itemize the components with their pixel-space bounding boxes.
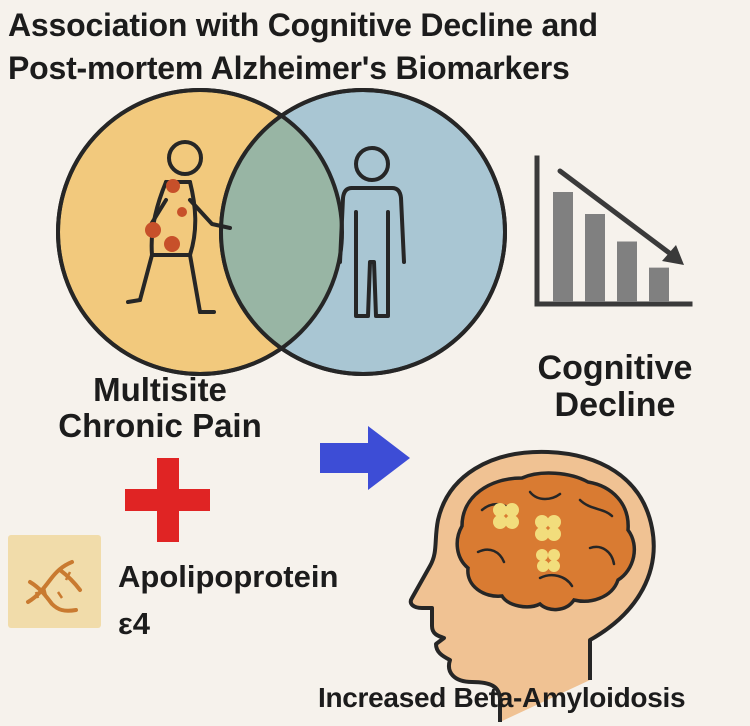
plus-icon bbox=[125, 458, 210, 542]
decline-bar bbox=[585, 214, 605, 302]
decline-arrow bbox=[557, 168, 675, 258]
multisite-pain-line-1: Multisite bbox=[93, 371, 227, 408]
beta-amyloidosis-label: Increased Beta-Amyloidosis bbox=[318, 682, 686, 713]
person-circle-outline bbox=[219, 88, 507, 376]
decline-arrow-head bbox=[662, 245, 684, 265]
decline-bar bbox=[649, 267, 669, 302]
declining-bar-chart-icon bbox=[534, 155, 693, 307]
cognitive-decline-label: Cognitive Decline bbox=[500, 349, 730, 425]
pain-spot bbox=[177, 207, 187, 217]
amyloid-plaque bbox=[493, 503, 519, 529]
pain-spot bbox=[145, 222, 161, 238]
pain-spot bbox=[164, 236, 180, 252]
arrow-right-icon bbox=[320, 426, 410, 490]
decline-bar bbox=[617, 241, 637, 302]
pain-spot bbox=[166, 179, 180, 193]
apoe4-line-2: ε4 bbox=[118, 605, 150, 641]
title-line-1: Association with Cognitive Decline and bbox=[8, 7, 598, 43]
dna-icon bbox=[8, 535, 101, 628]
head-brain-icon bbox=[408, 449, 656, 722]
title-line-2: Post-mortem Alzheimer's Biomarkers bbox=[8, 50, 570, 86]
apoe4-line-1: Apolipoprotein bbox=[118, 559, 339, 594]
decline-bar bbox=[553, 192, 573, 302]
decline-bars bbox=[553, 192, 669, 302]
cognitive-decline-line-1: Cognitive bbox=[537, 349, 693, 387]
standing-person-icon bbox=[338, 146, 406, 318]
amyloid-plaque bbox=[535, 515, 561, 541]
brain bbox=[455, 471, 637, 612]
page-title: Association with Cognitive Decline and P… bbox=[8, 4, 748, 90]
amyloid-plaques bbox=[493, 503, 561, 572]
multisite-pain-line-2: Chronic Pain bbox=[58, 407, 262, 445]
venn-diagram bbox=[56, 88, 507, 376]
multisite-pain-label: Multisite Chronic Pain bbox=[40, 371, 280, 445]
amyloid-plaque bbox=[536, 549, 560, 572]
apoe4-label: Apolipoprotein ε4 bbox=[118, 554, 338, 647]
pain-spots bbox=[145, 179, 187, 252]
cognitive-decline-line-2: Decline bbox=[554, 386, 676, 425]
